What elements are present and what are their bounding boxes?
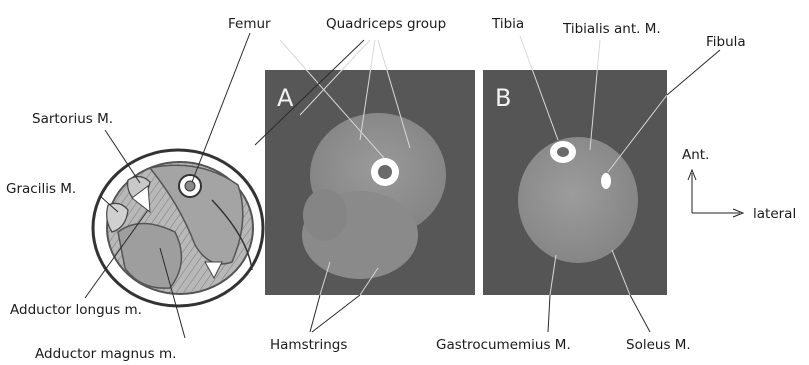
leader-soleus-outer (630, 295, 650, 332)
label-hamstrings: Hamstrings (270, 337, 347, 353)
label-gracilis: Gracilis M. (6, 181, 76, 197)
illustration-femur-marrow (185, 181, 195, 191)
label-adductor-longus: Adductor longus m. (10, 302, 142, 318)
scan-a-medial-tissue (303, 189, 347, 241)
leader-gastrocnemius-outer (548, 295, 550, 332)
thigh-cross-section-illustration (93, 150, 263, 306)
leader-fibula-outside (667, 50, 720, 95)
label-tibia: Tibia (491, 16, 524, 32)
label-fibula: Fibula (706, 34, 746, 50)
leader-hamstrings-outer-2 (312, 295, 360, 332)
label-soleus: Soleus M. (626, 337, 691, 353)
label-gastrocnemius: Gastrocumemius M. (436, 337, 571, 353)
label-femur: Femur (228, 16, 271, 32)
label-tibialis-ant: Tibialis ant. M. (562, 21, 661, 37)
orientation-indicator: Ant. lateral (682, 147, 796, 222)
scan-panel-b: B (483, 70, 667, 295)
scan-b-panel-letter: B (495, 84, 511, 112)
label-lateral: lateral (753, 206, 796, 222)
scan-panel-a: A (265, 70, 475, 295)
scan-b-fibula-bone (601, 173, 611, 189)
label-anterior: Ant. (682, 147, 709, 163)
label-sartorius: Sartorius M. (32, 111, 113, 127)
label-quadriceps-group: Quadriceps group (326, 16, 446, 32)
scan-a-femur-marrow (378, 165, 392, 179)
scan-b-tibia-marrow (557, 147, 569, 157)
label-adductor-magnus: Adductor magnus m. (35, 346, 176, 362)
scan-a-panel-letter: A (277, 84, 294, 112)
